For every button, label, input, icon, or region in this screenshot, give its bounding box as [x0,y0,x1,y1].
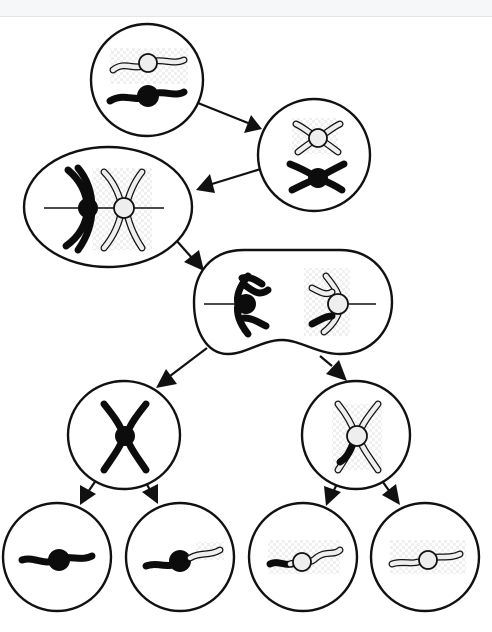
arrow-1-to-2 [197,101,262,133]
arrow-4-to-6 [319,355,347,381]
arrow-2-to-3 [196,166,265,193]
gamete-cell-3 [247,501,359,613]
homologous-pair-cell [89,22,205,138]
gamete-cell-4 [369,501,481,613]
anaphase-one-cell [192,248,394,356]
metaphase-one-cell [22,145,194,269]
daughter-cell-right [300,379,412,491]
gamete-cell-2 [124,501,236,613]
daughter-cell-left [66,379,182,491]
arrow-4-to-5 [156,347,208,388]
arrow-3-to-4 [175,239,204,271]
replicated-pair-cell [256,97,372,213]
gamete-cell-1 [1,501,113,613]
top-toolbar-strip [0,0,492,17]
